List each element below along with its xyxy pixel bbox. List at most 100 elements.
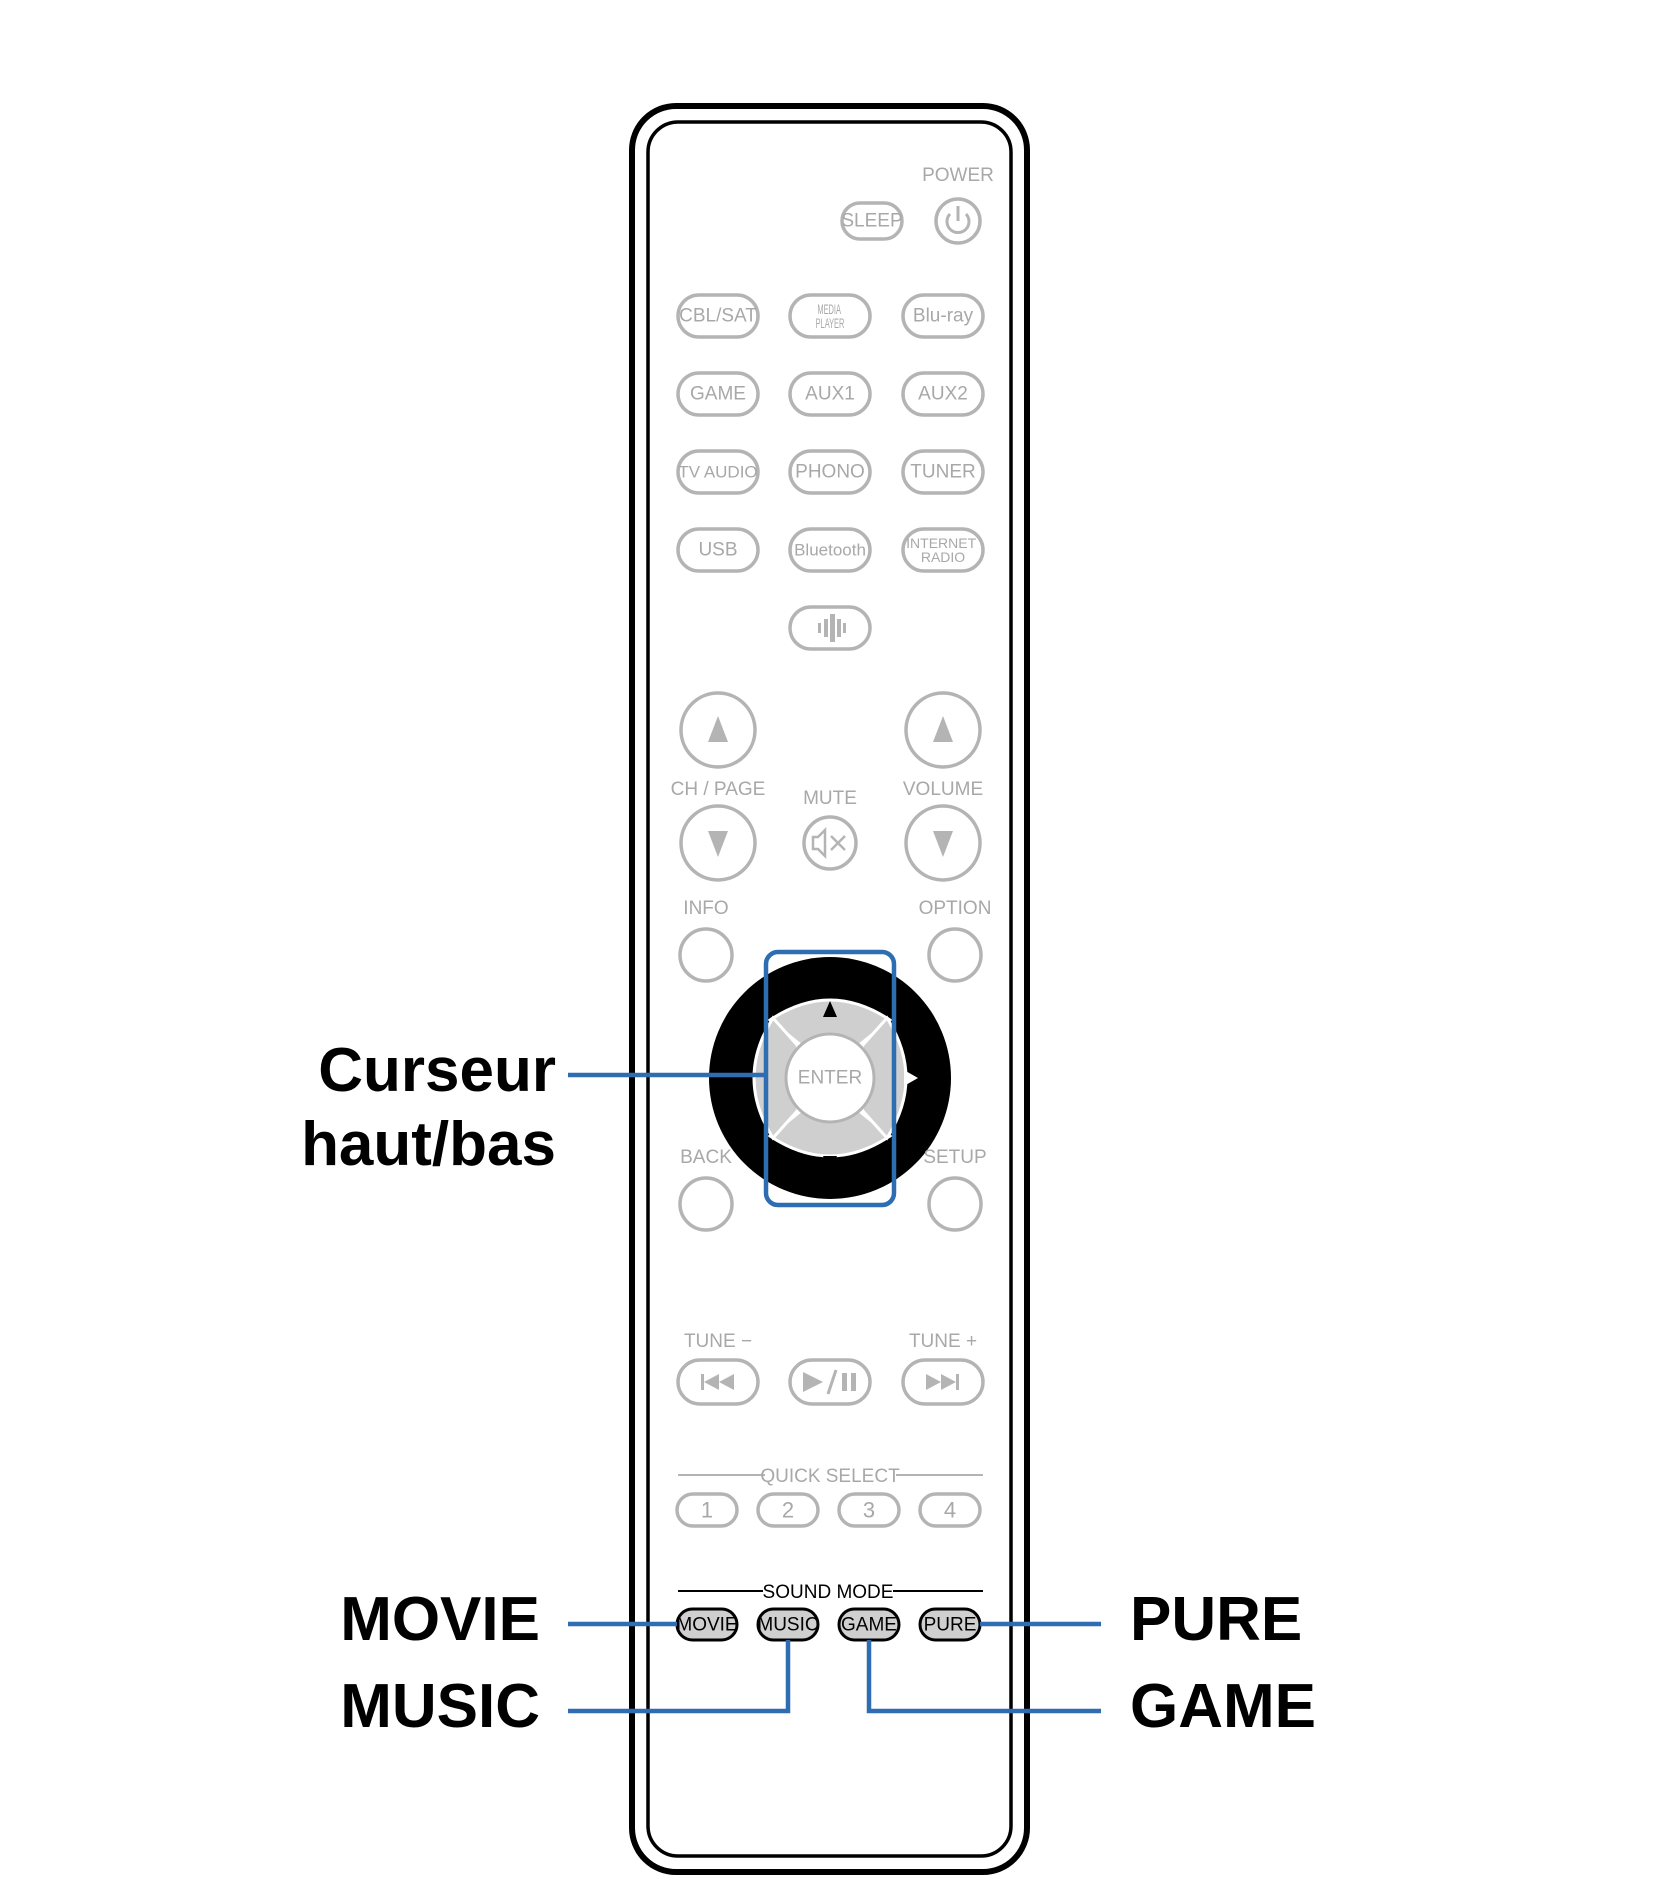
source-button-label: INTERNET RADIO <box>906 535 980 565</box>
source-button-blu-ray[interactable]: Blu-ray <box>901 293 985 339</box>
sound-mode-group: SOUND MODE MOVIE MUSIC GAME PURE <box>675 1582 983 1642</box>
mute-icon <box>811 826 846 860</box>
option-label: OPTION <box>919 898 992 919</box>
tune-plus-label: TUNE + <box>909 1331 977 1352</box>
source-buttons: CBL/SAT MEDIA PLAYER Blu-ray GAME AUX1 A… <box>676 293 985 573</box>
triangle-down-icon <box>933 831 953 857</box>
source-button-label: USB <box>698 540 737 561</box>
ch-page-up-button[interactable] <box>679 691 757 769</box>
leader-lines <box>568 1072 1101 1714</box>
mute-button[interactable] <box>802 815 858 871</box>
ch-page-down-button[interactable] <box>679 804 757 882</box>
source-button-label-part: MEDIA <box>817 301 841 317</box>
source-button-tv-audio[interactable]: TV AUDIO <box>676 449 760 495</box>
play-pause-icon <box>803 1369 856 1395</box>
source-button-cbl-sat[interactable]: CBL/SAT <box>676 293 760 339</box>
mute-label: MUTE <box>803 788 857 809</box>
setup-label: SETUP <box>923 1147 986 1168</box>
power-icon <box>945 206 971 234</box>
sound-mode-movie-button[interactable]: MOVIE <box>675 1607 739 1642</box>
source-button-bluetooth[interactable]: Bluetooth <box>788 527 872 573</box>
waveform-icon <box>818 614 846 642</box>
power-button[interactable] <box>934 197 982 245</box>
callout-movie: MOVIE <box>340 1585 540 1654</box>
sound-mode-music-button[interactable]: MUSIC <box>756 1607 820 1642</box>
triangle-down-icon <box>708 831 728 857</box>
power-label: POWER <box>922 165 994 186</box>
source-button-label: TUNER <box>910 462 975 483</box>
sound-mode-game-label: GAME <box>841 1615 897 1636</box>
sound-mode-label: SOUND MODE <box>763 1582 894 1603</box>
source-button-media-player[interactable]: MEDIA PLAYER <box>788 293 872 339</box>
next-button[interactable] <box>901 1358 985 1406</box>
source-button-label: Bluetooth <box>794 541 866 560</box>
source-button-aux2[interactable]: AUX2 <box>901 371 985 417</box>
sound-mode-pure-label: PURE <box>924 1615 977 1636</box>
source-button-label: GAME <box>690 384 746 405</box>
skip-forward-icon <box>926 1374 959 1390</box>
callout-game: GAME <box>1130 1672 1316 1741</box>
quick-select-button-3[interactable]: 3 <box>837 1492 901 1528</box>
source-button-usb[interactable]: USB <box>676 527 760 573</box>
back-label: BACK <box>680 1147 732 1168</box>
quick-select-group: QUICK SELECT 1 2 3 4 <box>675 1466 983 1528</box>
heos-button[interactable] <box>788 605 872 651</box>
play-pause-button[interactable] <box>788 1358 872 1406</box>
quick-select-number: 2 <box>782 1498 794 1523</box>
navigation-pad: ENTER <box>709 957 951 1199</box>
ch-page-label: CH / PAGE <box>671 779 766 800</box>
volume-label: VOLUME <box>903 779 983 800</box>
setup-button[interactable] <box>927 1176 983 1232</box>
volume-up-button[interactable] <box>904 691 982 769</box>
previous-button[interactable] <box>676 1358 760 1406</box>
sound-mode-music-label: MUSIC <box>757 1615 818 1636</box>
triangle-up-icon <box>823 1001 837 1017</box>
source-button-label: PHONO <box>795 462 865 483</box>
source-button-label: CBL/SAT <box>679 306 757 327</box>
enter-label: ENTER <box>798 1068 862 1089</box>
option-button[interactable] <box>927 927 983 983</box>
callout-pure: PURE <box>1130 1585 1302 1654</box>
source-button-label-part: RADIO <box>921 549 965 565</box>
source-button-internet-radio[interactable]: INTERNET RADIO <box>901 527 985 573</box>
quick-select-button-4[interactable]: 4 <box>918 1492 982 1528</box>
callout-cursor-line2: haut/bas <box>301 1110 556 1179</box>
source-button-label-part: PLAYER <box>816 315 845 331</box>
back-button[interactable] <box>678 1176 734 1232</box>
sound-mode-game-button[interactable]: GAME <box>837 1607 901 1642</box>
triangle-up-icon <box>933 716 953 742</box>
quick-select-number: 4 <box>944 1498 956 1523</box>
enter-button[interactable] <box>784 1032 876 1124</box>
source-button-aux1[interactable]: AUX1 <box>788 371 872 417</box>
sleep-button-label: SLEEP <box>841 211 902 232</box>
quick-select-number: 3 <box>863 1498 875 1523</box>
triangle-up-icon <box>708 716 728 742</box>
source-button-game[interactable]: GAME <box>676 371 760 417</box>
skip-back-icon <box>701 1374 734 1390</box>
source-button-label: Blu-ray <box>913 306 974 327</box>
callout-cursor-line1: Curseur <box>318 1036 556 1105</box>
source-button-label: AUX2 <box>918 384 968 405</box>
quick-select-label: QUICK SELECT <box>760 1466 900 1487</box>
source-button-label: AUX1 <box>805 384 855 405</box>
sleep-button[interactable]: SLEEP <box>840 201 904 241</box>
sound-mode-pure-button[interactable]: PURE <box>918 1607 982 1642</box>
triangle-down-icon <box>823 1156 837 1172</box>
volume-down-button[interactable] <box>904 804 982 882</box>
quick-select-button-2[interactable]: 2 <box>756 1492 820 1528</box>
music-leader-line <box>568 1640 791 1714</box>
callout-music: MUSIC <box>340 1672 540 1741</box>
source-button-label: MEDIA PLAYER <box>816 301 845 331</box>
quick-select-number: 1 <box>701 1498 713 1523</box>
source-button-phono[interactable]: PHONO <box>788 449 872 495</box>
triangle-right-icon <box>904 1070 918 1086</box>
info-button[interactable] <box>678 927 734 983</box>
source-button-label: TV AUDIO <box>678 463 757 482</box>
cursor-highlight-box <box>763 949 897 1208</box>
quick-select-button-1[interactable]: 1 <box>675 1492 739 1528</box>
source-button-label-part: INTERNET <box>906 535 976 551</box>
tune-minus-label: TUNE − <box>684 1331 752 1352</box>
sound-mode-movie-label: MOVIE <box>676 1615 737 1636</box>
source-button-tuner[interactable]: TUNER <box>901 449 985 495</box>
